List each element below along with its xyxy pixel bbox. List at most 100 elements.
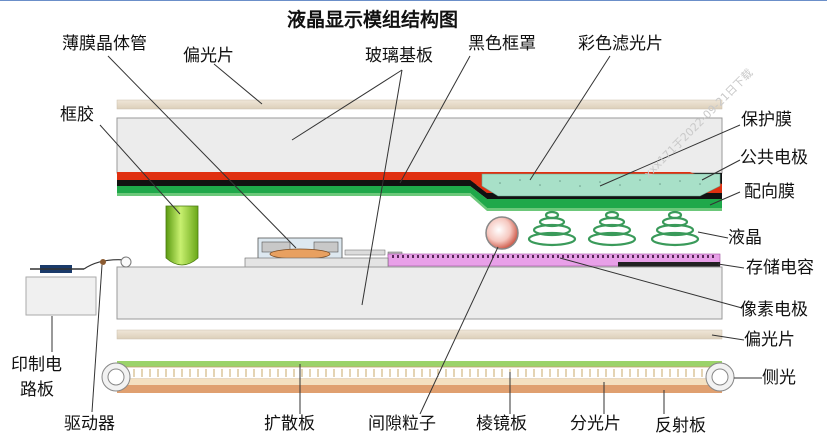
pixel-dot [497, 255, 499, 258]
pixel-dot [462, 255, 464, 258]
bottom-polarizer [116, 329, 723, 340]
color-filter-dots [499, 179, 701, 187]
label-reflector: 反射板 [655, 416, 706, 436]
pixel-dot [582, 255, 584, 258]
pixel-dot [682, 255, 684, 258]
pixel-dot [642, 255, 644, 258]
pixel-dot [672, 255, 674, 258]
pixel-dot [442, 255, 444, 258]
label-prism: 棱镜板 [476, 414, 527, 434]
pixel-dot [392, 255, 394, 258]
label-pcb-line1: 印制电 [11, 355, 62, 375]
pixel-dot [562, 255, 564, 258]
pixel-dot [687, 255, 689, 258]
pixel-dot [597, 255, 599, 258]
pixel-dot [492, 255, 494, 258]
label-storage-capacitor: 存储电容 [746, 258, 814, 278]
pixel-dot [517, 255, 519, 258]
label-glass-substrate: 玻璃基板 [365, 46, 433, 66]
pixel-dot [507, 255, 509, 258]
pixel-dot [537, 255, 539, 258]
bottom-glass-substrate [116, 266, 723, 320]
frame-glue [165, 205, 199, 266]
pixel-dot [707, 255, 709, 258]
pixel-dot [552, 255, 554, 258]
side-lamp-left [101, 362, 131, 392]
side-lamp-right [705, 362, 735, 392]
pixel-dot [637, 255, 639, 258]
pixel-dot [567, 255, 569, 258]
top-polarizer [116, 99, 723, 110]
pixel-dot [452, 255, 454, 258]
liquid-crystal-molecules [527, 210, 700, 247]
label-spacer: 间隙粒子 [368, 414, 436, 434]
light-splitter [117, 379, 722, 385]
pixel-dot [592, 255, 594, 258]
pixel-dot [512, 255, 514, 258]
pixel-dot [622, 255, 624, 258]
label-frame-glue: 框胶 [60, 105, 94, 125]
label-pixel-electrode: 像素电极 [740, 300, 808, 320]
label-color-filter: 彩色滤光片 [578, 34, 663, 54]
pixel-dot [467, 255, 469, 258]
pixel-dot [527, 255, 529, 258]
pixel-dot [407, 255, 409, 258]
pixel-dot [402, 255, 404, 258]
pixel-dot [647, 255, 649, 258]
pixel-dot [447, 255, 449, 258]
pixel-dot [702, 255, 704, 258]
pixel-dot [692, 255, 694, 258]
top-glass-substrate [116, 117, 723, 174]
label-driver: 驱动器 [64, 414, 115, 434]
pixel-dot [477, 255, 479, 258]
pixel-dot [482, 255, 484, 258]
spacer-particle [485, 216, 519, 250]
pixel-dot [617, 255, 619, 258]
label-side-light: 侧光 [762, 368, 796, 388]
pixel-dot [627, 255, 629, 258]
pixel-dot [542, 255, 544, 258]
pixel-dot [417, 255, 419, 258]
pixel-dot [667, 255, 669, 258]
label-black-matrix: 黑色框罩 [468, 34, 536, 54]
color-filter [481, 173, 721, 197]
prism-ticks [125, 369, 711, 377]
green-bottom [117, 193, 722, 211]
pixel-dot [457, 255, 459, 258]
tft-base-bar [244, 257, 389, 268]
pixel-dot [612, 255, 614, 258]
label-alignment-film: 配向膜 [744, 182, 795, 202]
pixel-dot [472, 255, 474, 258]
storage-capacitor [618, 262, 720, 267]
printed-circuit-board [25, 276, 97, 316]
pixel-dot [607, 255, 609, 258]
label-pcb-line2: 路板 [20, 380, 54, 400]
pixel-dot [487, 255, 489, 258]
pixel-dot [557, 255, 559, 258]
pixel-dot [712, 255, 714, 258]
label-common-electrode: 公共电极 [740, 148, 808, 168]
reflector-plate [117, 385, 722, 393]
pixel-dot [427, 255, 429, 258]
pixel-dot [572, 255, 574, 258]
pixel-electrode-dots [392, 255, 714, 258]
pixel-dot [422, 255, 424, 258]
pixel-dot [602, 255, 604, 258]
label-polarizer-bottom: 偏光片 [744, 330, 795, 350]
diagram-title: 液晶显示模组结构图 [287, 9, 459, 31]
pixel-dot [652, 255, 654, 258]
pixel-dot [697, 255, 699, 258]
pixel-dot [397, 255, 399, 258]
pixel-dot [502, 255, 504, 258]
pixel-dot [522, 255, 524, 258]
pixel-dot [532, 255, 534, 258]
leader-lines [51, 55, 762, 415]
label-polarizer-top: 偏光片 [183, 46, 234, 66]
pixel-dot [587, 255, 589, 258]
label-tft: 薄膜晶体管 [62, 34, 147, 54]
pixel-dot [662, 255, 664, 258]
label-light-splitter: 分光片 [570, 414, 621, 434]
label-diffuser: 扩散板 [264, 414, 315, 434]
